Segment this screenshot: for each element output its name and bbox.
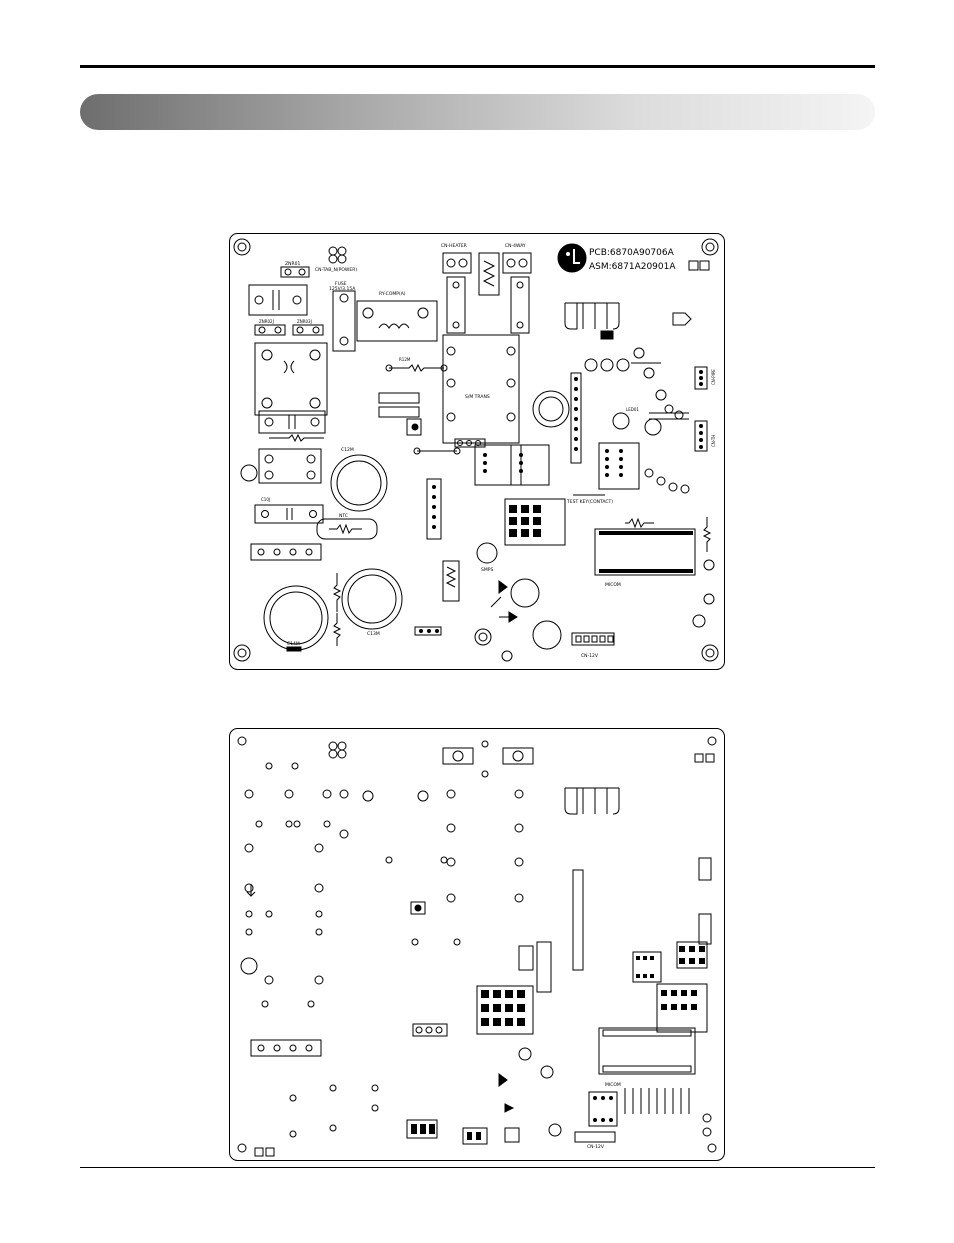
svg-text:C14M: C14M <box>287 641 300 647</box>
svg-text:C10J: C10J <box>261 497 270 502</box>
lg-logo <box>557 243 587 273</box>
svg-text:ZNR03J: ZNR03J <box>297 319 312 324</box>
pcb-top-silkscreen: PCB:6870A90706A ASM:6871A20901A CN-TAB_N… <box>229 233 725 670</box>
svg-text:CN-TH: CN-TH <box>711 435 716 447</box>
svg-text:CN-12V: CN-12V <box>581 653 599 659</box>
svg-text:125V/3.15A: 125V/3.15A <box>329 286 356 292</box>
section-title-banner <box>80 94 875 130</box>
pcb-number: PCB:6870A90706A <box>589 248 675 258</box>
pcb-bottom-silkscreen: MICOM CN-12V <box>229 728 725 1161</box>
svg-text:C12M: C12M <box>341 447 354 453</box>
svg-text:MICOM: MICOM <box>605 1082 621 1088</box>
asm-number: ASM:6871A20901A <box>589 262 676 272</box>
footer-rule <box>80 1167 875 1168</box>
svg-text:CN-HEATER: CN-HEATER <box>441 243 467 249</box>
svg-text:S/M TRANS: S/M TRANS <box>465 394 490 400</box>
svg-text:RY-COMP(A): RY-COMP(A) <box>379 291 406 297</box>
svg-text:CN-PIPE: CN-PIPE <box>711 369 716 385</box>
svg-text:C13M: C13M <box>367 631 380 637</box>
svg-text:CN-TAB_N(POWER): CN-TAB_N(POWER) <box>315 267 357 273</box>
svg-text:CN-12V: CN-12V <box>587 1144 605 1150</box>
svg-text:NTC: NTC <box>339 513 348 519</box>
svg-text:ZNR02J: ZNR02J <box>259 319 274 324</box>
svg-text:FUSE: FUSE <box>335 281 347 287</box>
svg-text:ZNR01: ZNR01 <box>285 261 300 267</box>
svg-text:R12M: R12M <box>399 357 411 362</box>
svg-text:LED01: LED01 <box>626 407 639 412</box>
svg-text:MICOM: MICOM <box>605 582 621 588</box>
header-rule <box>80 65 875 68</box>
svg-text:CN-4WAY: CN-4WAY <box>505 243 526 249</box>
svg-text:SMPS: SMPS <box>481 567 493 573</box>
svg-text:TEST KEY(CONTACT): TEST KEY(CONTACT) <box>566 499 613 505</box>
